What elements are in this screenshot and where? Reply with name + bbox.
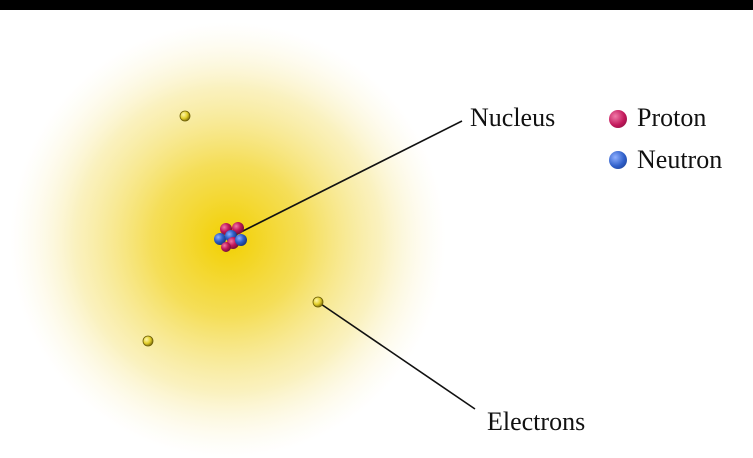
electrons-leader-line [317,301,476,410]
nucleon-proton [221,242,231,252]
electron [312,296,324,308]
electron [179,110,191,122]
nucleus-label: Nucleus [470,103,556,132]
neutron-legend-label: Neutron [637,145,723,174]
electrons-label: Electrons [487,407,586,436]
proton-legend-icon [609,110,627,128]
electron [142,335,154,347]
nucleon-proton [232,222,244,234]
nucleus-leader-line [230,120,463,238]
neutron-legend-icon [609,151,627,169]
proton-legend-label: Proton [637,103,707,132]
nucleon-neutron [235,234,247,246]
nucleon-neutron [214,233,226,245]
nucleus [214,222,247,252]
